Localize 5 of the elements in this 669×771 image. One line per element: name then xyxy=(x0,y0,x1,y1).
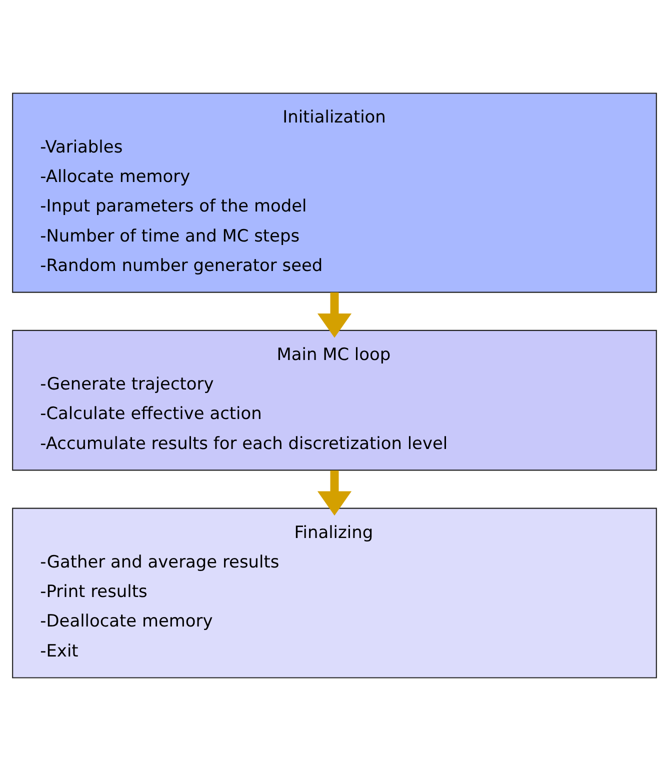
arrow xyxy=(317,470,352,516)
arrow xyxy=(317,292,352,338)
node-box: Initialization -Variables -Allocate memory -Input parameters of the model -Number of time and MC steps -Random number generator seed xyxy=(12,92,657,293)
node-box: Main MC loop -Generate trajectory -Calculate effective action -Accumulate results for each discretization level xyxy=(12,330,657,471)
node-box: Finalizing -Gather and average results -Print results -Deallocate memory -Exit xyxy=(12,508,657,678)
